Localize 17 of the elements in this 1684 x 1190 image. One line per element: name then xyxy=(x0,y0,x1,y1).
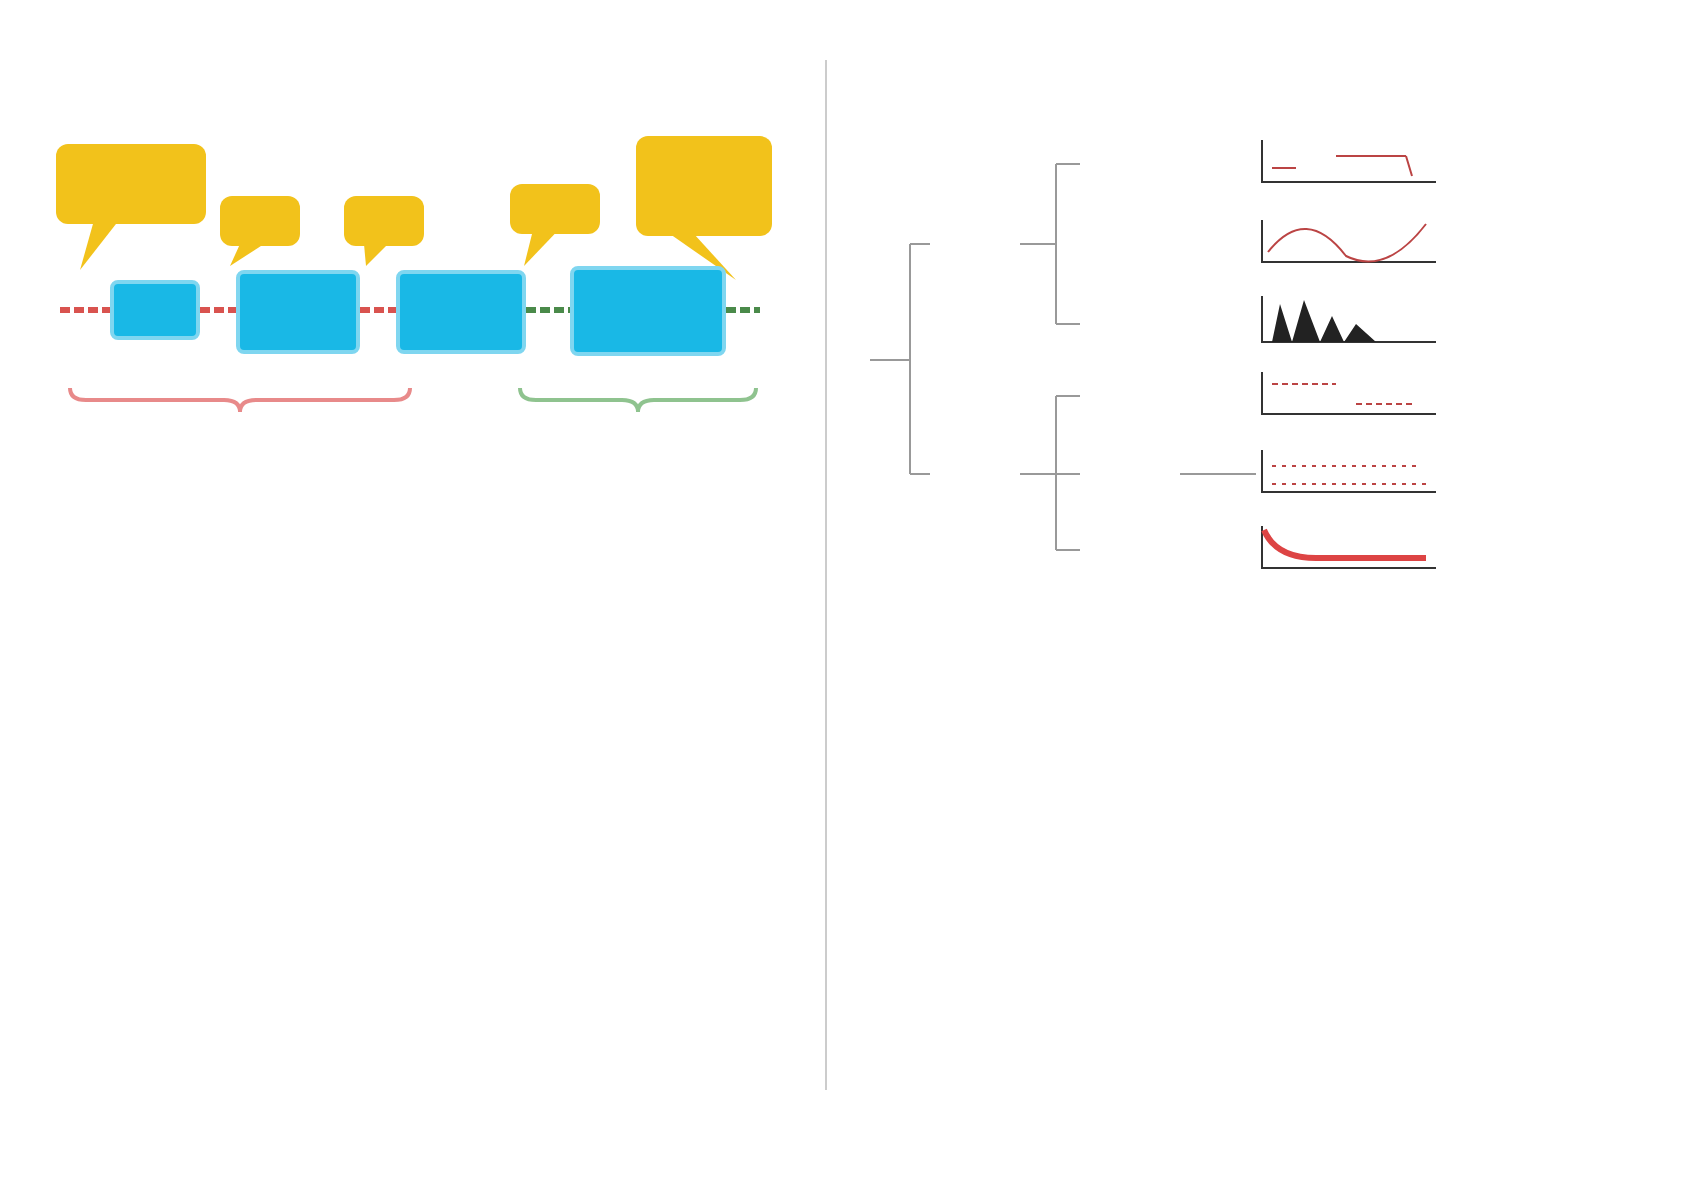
signal-line xyxy=(526,307,570,313)
process-box xyxy=(236,270,360,354)
signal-plot-drawing xyxy=(1256,372,1436,420)
signal-plot-drawing xyxy=(1256,526,1436,574)
speech-callout xyxy=(56,144,206,224)
signal-line xyxy=(200,307,236,313)
signal-plot-drawing xyxy=(1256,450,1436,498)
process-box xyxy=(110,280,200,340)
process-box xyxy=(396,270,526,354)
signal-plot-drawing xyxy=(1256,296,1436,348)
process-box xyxy=(570,266,726,356)
signal-plot-drawing xyxy=(1256,220,1436,268)
signal-line xyxy=(60,307,110,313)
speech-callout xyxy=(344,196,424,246)
signal-line xyxy=(726,307,760,313)
signal-line xyxy=(360,307,396,313)
signal-plot-drawing xyxy=(1256,140,1436,188)
